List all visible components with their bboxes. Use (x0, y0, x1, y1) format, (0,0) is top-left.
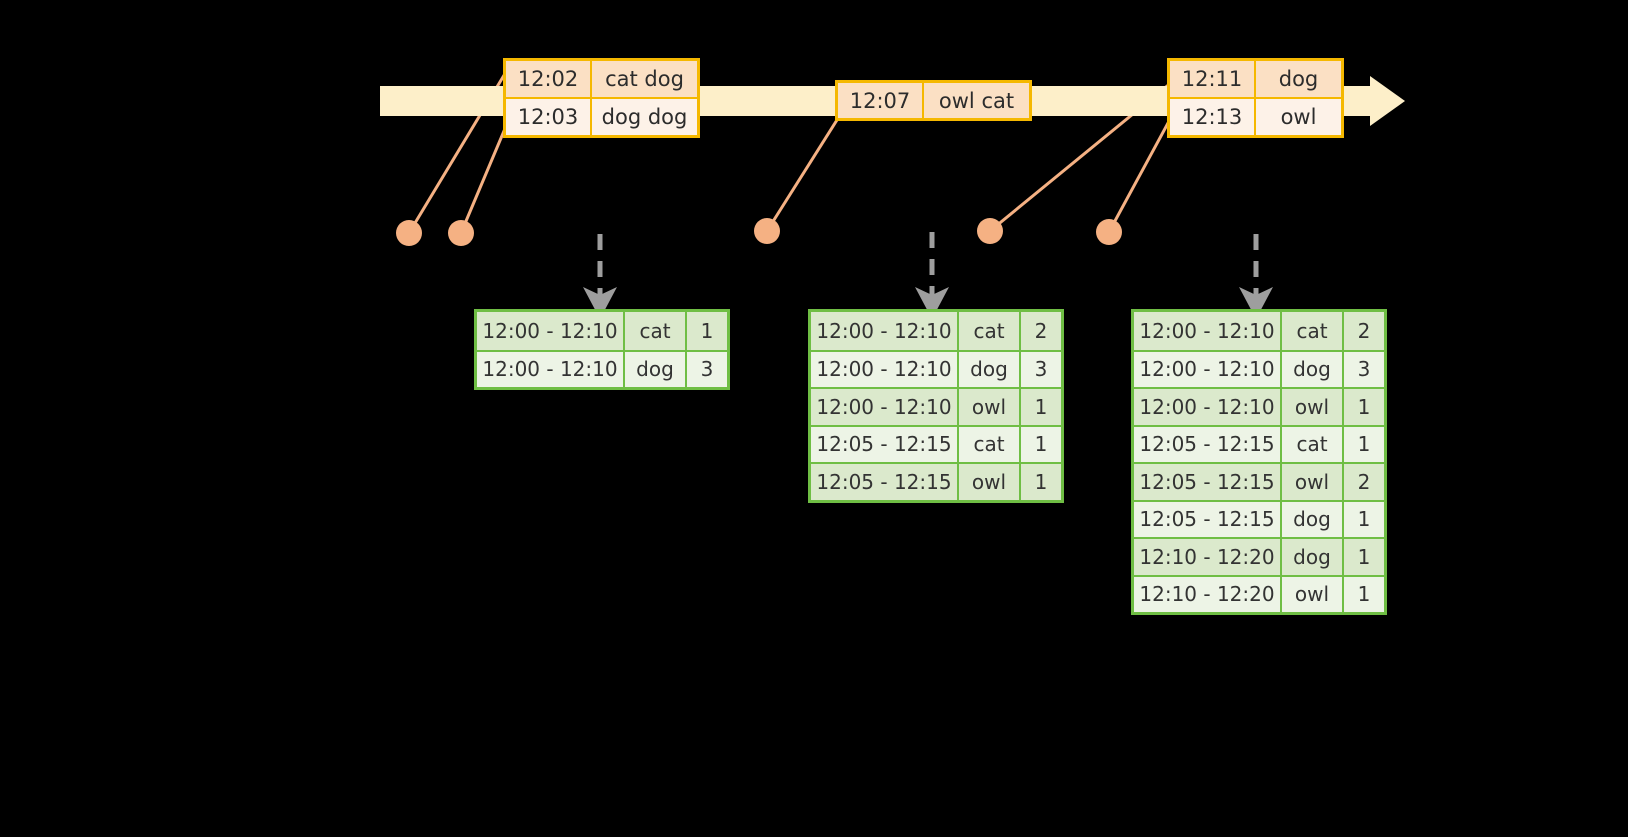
cell-window: 12:00 - 12:10 (1134, 389, 1282, 425)
stream-marker-4[interactable] (977, 218, 1003, 244)
event-words: dog (1256, 61, 1341, 97)
cell-window: 12:05 - 12:15 (1134, 501, 1282, 537)
event-group-1[interactable]: 12:02 cat dog 12:03 dog dog (503, 58, 700, 138)
cell-count: 1 (1344, 426, 1384, 462)
cell-window: 12:00 - 12:10 (477, 312, 625, 350)
cell-count: 1 (1344, 389, 1384, 425)
stream-marker-2[interactable] (448, 220, 474, 246)
cell-count: 1 (1344, 539, 1384, 575)
cell-count: 2 (1021, 312, 1061, 350)
dashed-flow-arrows (583, 232, 1273, 319)
cell-count: 1 (1344, 501, 1384, 537)
stream-marker-3[interactable] (754, 218, 780, 244)
cell-count: 2 (1344, 312, 1384, 350)
event-row[interactable]: 12:02 cat dog (506, 61, 697, 97)
event-words: owl (1256, 99, 1341, 135)
cell-word: owl (959, 464, 1021, 500)
event-time: 12:02 (506, 61, 592, 97)
cell-word: cat (625, 312, 687, 350)
cell-word: owl (1282, 389, 1344, 425)
cell-word: dog (1282, 501, 1344, 537)
cell-count: 1 (1021, 389, 1061, 425)
cell-window: 12:05 - 12:15 (1134, 464, 1282, 500)
event-time: 12:11 (1170, 61, 1256, 97)
event-time: 12:03 (506, 99, 592, 135)
cell-count: 2 (1344, 464, 1384, 500)
cell-count: 1 (687, 312, 727, 350)
cell-window: 12:10 - 12:20 (1134, 576, 1282, 612)
event-group-3[interactable]: 12:11 dog 12:13 owl (1167, 58, 1344, 138)
cell-count: 1 (1021, 426, 1061, 462)
cell-word: cat (959, 312, 1021, 350)
event-row[interactable]: 12:07 owl cat (838, 83, 1029, 118)
event-group-2[interactable]: 12:07 owl cat (835, 80, 1032, 121)
cell-window: 12:05 - 12:15 (811, 426, 959, 462)
cell-word: dog (959, 351, 1021, 387)
cell-window: 12:00 - 12:10 (477, 351, 625, 387)
event-time: 12:13 (1170, 99, 1256, 135)
cell-count: 1 (1344, 576, 1384, 612)
cell-word: owl (959, 389, 1021, 425)
cell-word: owl (1282, 464, 1344, 500)
cell-word: dog (1282, 351, 1344, 387)
event-row[interactable]: 12:11 dog (1170, 61, 1341, 97)
cell-window: 12:05 - 12:15 (1134, 426, 1282, 462)
cell-word: cat (1282, 312, 1344, 350)
cell-window: 12:00 - 12:10 (811, 312, 959, 350)
cell-count: 3 (1021, 351, 1061, 387)
timeline-arrowhead-icon (1370, 76, 1405, 126)
cell-word: dog (625, 351, 687, 387)
cell-window: 12:00 - 12:10 (811, 389, 959, 425)
event-words: dog dog (592, 99, 697, 135)
cell-word: cat (1282, 426, 1344, 462)
event-words: owl cat (924, 83, 1029, 118)
cell-window: 12:00 - 12:10 (811, 351, 959, 387)
event-time: 12:07 (838, 83, 924, 118)
stream-marker-5[interactable] (1096, 219, 1122, 245)
cell-window: 12:00 - 12:10 (1134, 312, 1282, 350)
stream-marker-1[interactable] (396, 220, 422, 246)
event-row[interactable]: 12:13 owl (1170, 97, 1341, 135)
cell-word: cat (959, 426, 1021, 462)
cell-window: 12:10 - 12:20 (1134, 539, 1282, 575)
cell-count: 3 (1344, 351, 1384, 387)
cell-count: 3 (687, 351, 727, 387)
event-words: cat dog (592, 61, 697, 97)
cell-window: 12:00 - 12:10 (1134, 351, 1282, 387)
cell-word: owl (1282, 576, 1344, 612)
event-row[interactable]: 12:03 dog dog (506, 97, 697, 135)
cell-word: dog (1282, 539, 1344, 575)
cell-window: 12:05 - 12:15 (811, 464, 959, 500)
cell-count: 1 (1021, 464, 1061, 500)
